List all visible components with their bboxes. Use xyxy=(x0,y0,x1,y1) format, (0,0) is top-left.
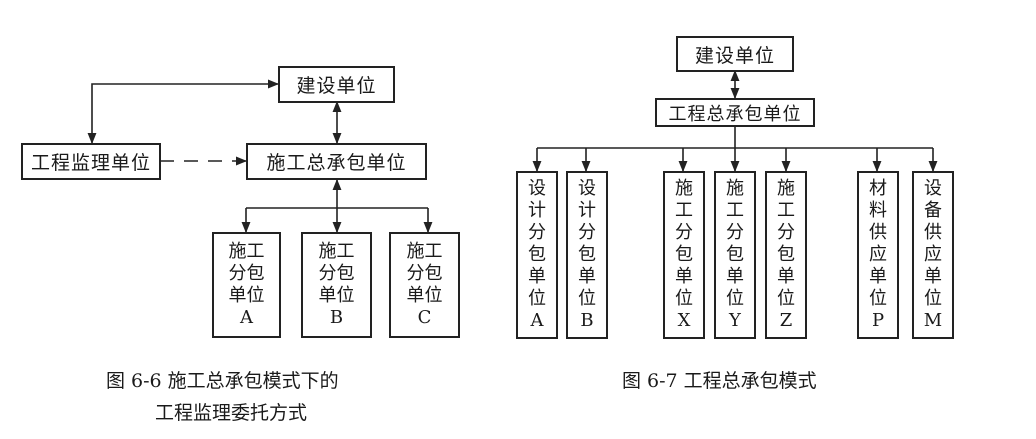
supervisor-box: 工程监理单位 xyxy=(21,143,161,180)
right-general-contractor-box: 工程总承包单位 xyxy=(655,98,815,127)
client-supervisor-link xyxy=(87,79,280,145)
left-sub-b-box: 施工 分包 单位 B xyxy=(301,232,372,338)
left-sub-a-box: 施工 分包 单位 A xyxy=(212,232,281,338)
left-sub-c-box: 施工 分包 单位 C xyxy=(389,232,460,338)
left-client-box: 建设单位 xyxy=(278,66,395,103)
right-client-box: 建设单位 xyxy=(676,36,794,72)
caption-6-6-line1: 图 6-6 施工总承包模式下的 xyxy=(106,370,339,392)
caption-6-7: 图 6-7 工程总承包模式 xyxy=(622,370,817,392)
right-design-sub-a-box: 设 计 分 包 单 位 A xyxy=(516,171,558,339)
right-material-supplier-p-box: 材 料 供 应 单 位 P xyxy=(857,171,899,339)
right-equipment-supplier-m-box: 设 备 供 应 单 位 M xyxy=(912,171,954,339)
caption-6-6-line2: 工程监理委托方式 xyxy=(155,402,308,424)
right-design-sub-b-box: 设 计 分 包 单 位 B xyxy=(566,171,608,339)
right-construction-sub-x-box: 施 工 分 包 单 位 X xyxy=(663,171,705,339)
left-general-contractor-box: 施工总承包单位 xyxy=(246,143,427,180)
right-construction-sub-z-box: 施 工 分 包 单 位 Z xyxy=(765,171,807,339)
right-construction-sub-y-box: 施 工 分 包 单 位 Y xyxy=(714,171,756,339)
